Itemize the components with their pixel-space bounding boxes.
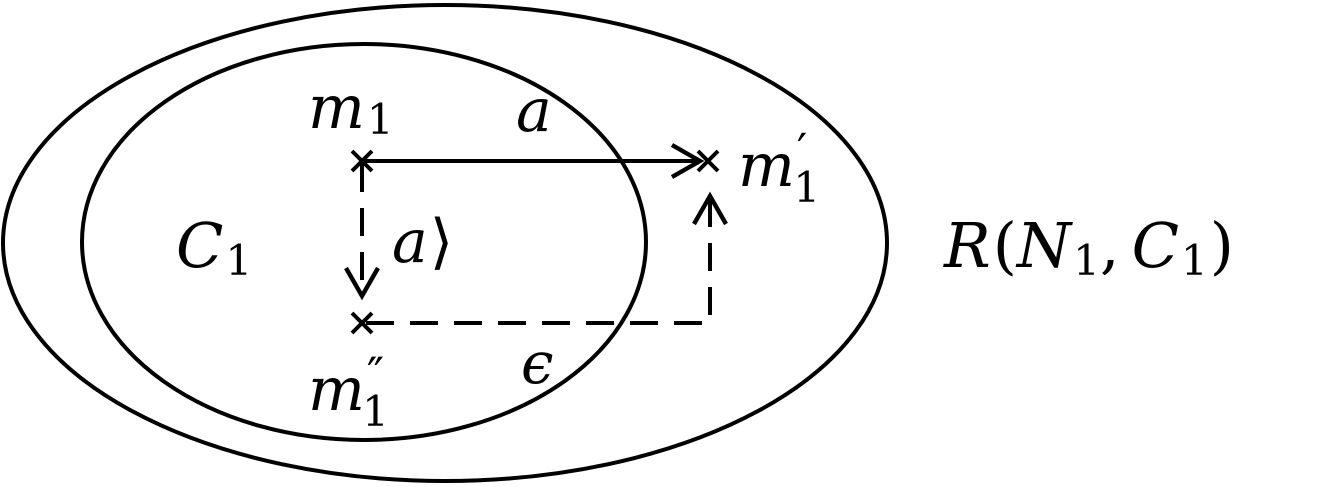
label-c1-sub: 1 — [225, 236, 252, 285]
label-m1-prime-sub: 1 — [793, 163, 820, 212]
label-m1-double-prime-mark: ″ — [367, 347, 384, 401]
label-c1-base: C — [176, 209, 223, 282]
label-m1-prime-base: m — [738, 131, 795, 201]
label-region-comma: , — [1100, 209, 1120, 282]
label-epsilon: ϵ — [521, 329, 553, 397]
label-m1-sub: 1 — [367, 95, 394, 144]
label-a-ket-bracket: ⟩ — [430, 207, 453, 277]
label-m1: m1 — [308, 73, 394, 144]
inner-c1-ellipse — [80, 42, 648, 442]
label-a-ket: a⟩ — [392, 207, 453, 277]
dashed-path-m1-double-prime-to-m1-prime — [366, 191, 728, 325]
label-region-n-sub: 1 — [1073, 236, 1100, 285]
label-m1-base: m — [308, 73, 365, 143]
label-a-ket-letter: a — [392, 207, 428, 277]
label-region-open-paren: ( — [993, 209, 1017, 282]
label-region-c-sub: 1 — [1181, 236, 1208, 285]
label-region-n: N — [1015, 209, 1074, 282]
label-a-top: a — [516, 76, 552, 146]
cross-marker-m1-double-prime — [350, 311, 374, 335]
label-m1-double-prime-base: m — [308, 355, 365, 425]
label-region-r-letter: R — [943, 209, 991, 282]
outer-region-ellipse — [1, 3, 889, 483]
label-m1-prime-mark: ′ — [797, 123, 807, 177]
label-m1-prime: m′1 — [738, 123, 820, 212]
label-c1: C1 — [176, 209, 252, 285]
label-region-r: R(N1,C1) — [943, 209, 1234, 285]
label-m1-double-prime: m″1 — [308, 347, 389, 436]
label-m1-double-prime-sub: 1 — [362, 387, 389, 436]
label-region-close-paren: ) — [1210, 209, 1234, 282]
cross-marker-m1 — [350, 149, 374, 173]
label-region-c: C — [1132, 209, 1179, 282]
cross-marker-m1-prime — [696, 149, 720, 173]
